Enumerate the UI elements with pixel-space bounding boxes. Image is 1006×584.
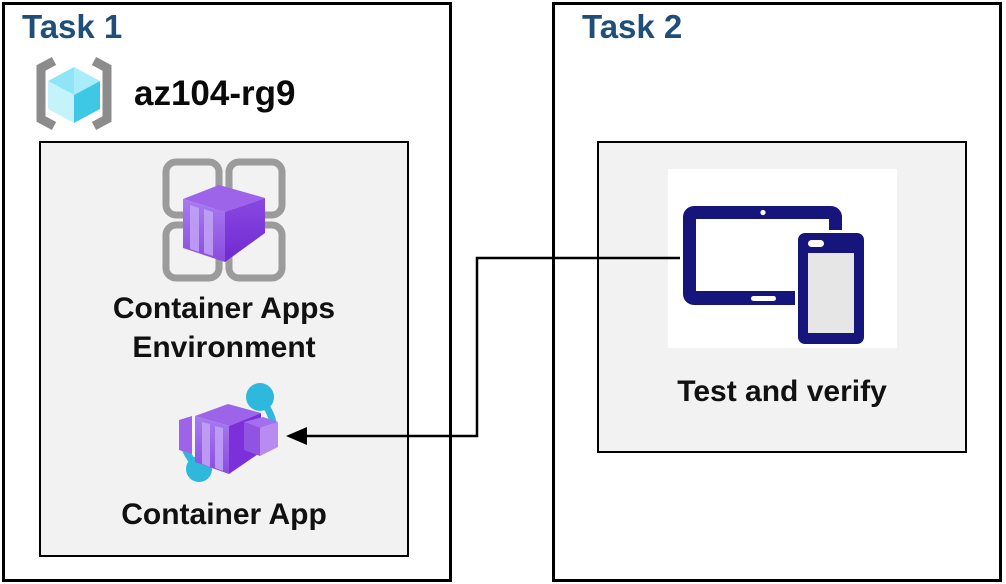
container-apps-environment-icon [162,158,286,282]
devices-icon-background [668,169,897,348]
task2-title: Task 2 [582,8,683,45]
container-app-icon [178,382,278,482]
resource-group-icon [36,57,112,130]
task1-title: Task 1 [22,8,123,45]
verify-label: Test and verify [677,375,887,408]
resource-group-name: az104-rg9 [134,74,296,113]
environment-label: Container Apps Environment [112,292,336,364]
devices-icon [683,206,867,347]
container-app-label: Container App [121,498,327,531]
